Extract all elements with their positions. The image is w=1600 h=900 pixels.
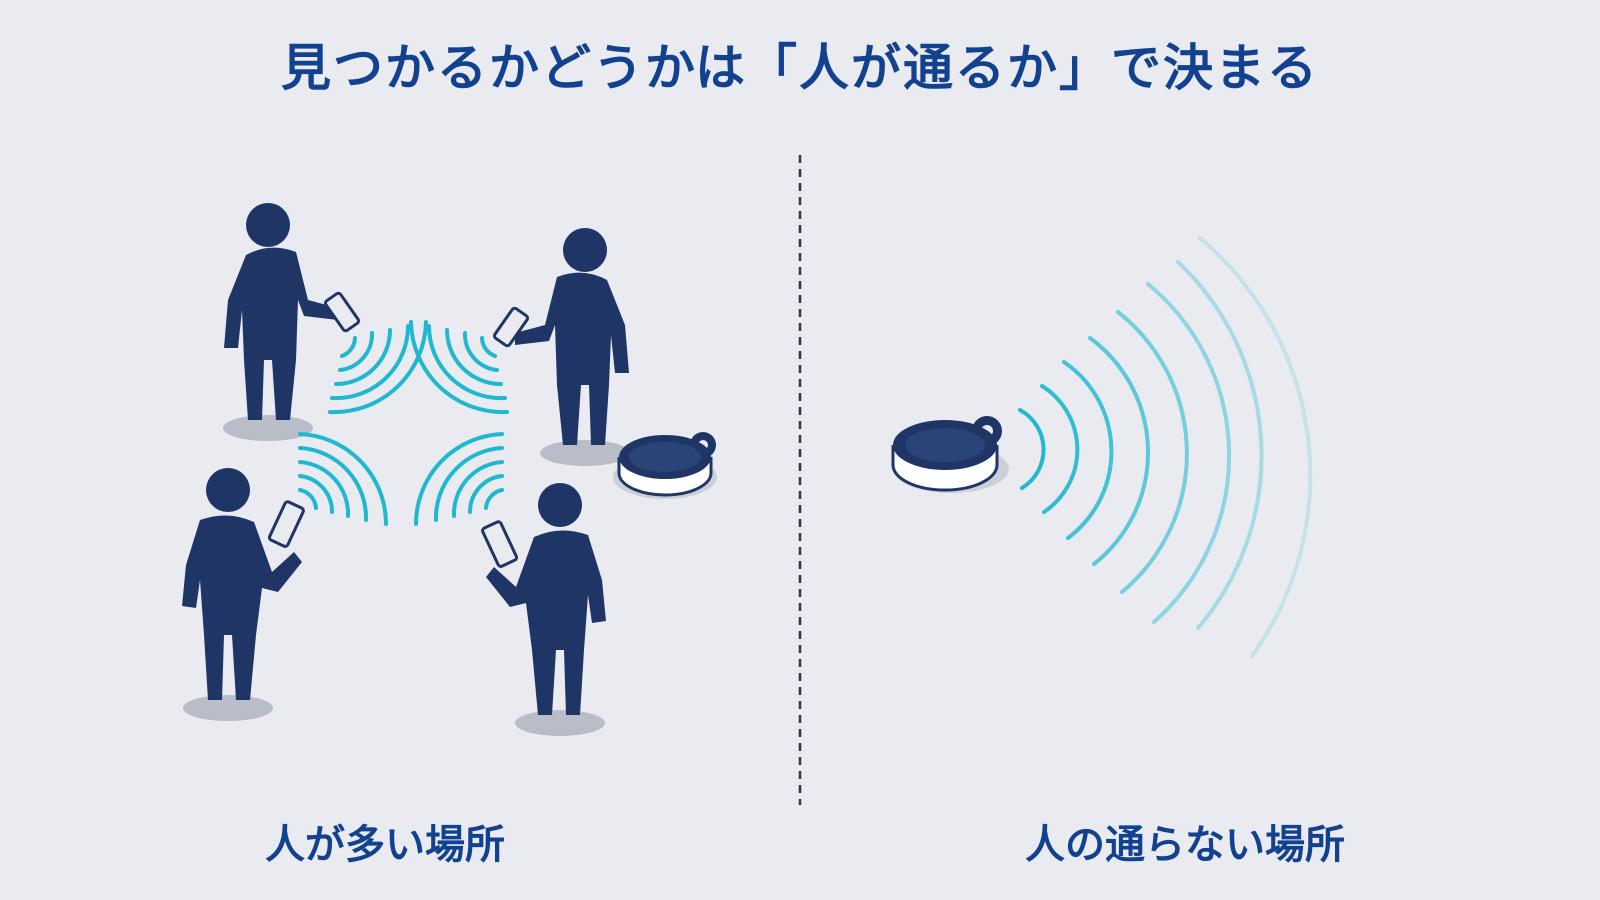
right-scene — [891, 236, 1313, 658]
page-title: 見つかるかどうかは「人が通るか」で決まる — [281, 39, 1319, 97]
smartphone-icon — [267, 500, 305, 548]
signal-wave-icon — [298, 432, 389, 526]
left-scene — [182, 203, 717, 736]
smartphone-icon — [481, 520, 519, 568]
signal-wave-icon — [328, 320, 428, 415]
signal-wave-icon — [1018, 236, 1313, 658]
signal-wave-icon — [413, 432, 504, 526]
signal-wave-icon — [409, 320, 509, 415]
smartphone-icon — [492, 306, 530, 348]
tracker-tag-icon — [613, 432, 717, 499]
caption-crowded-place: 人が多い場所 — [265, 822, 505, 868]
person-icon — [492, 228, 630, 466]
tracker-tag-icon — [891, 416, 1009, 493]
caption-empty-place: 人の通らない場所 — [1025, 822, 1345, 868]
smartphone-icon — [323, 291, 361, 333]
person-icon — [481, 483, 606, 736]
person-icon — [182, 468, 305, 721]
person-icon — [223, 203, 361, 441]
